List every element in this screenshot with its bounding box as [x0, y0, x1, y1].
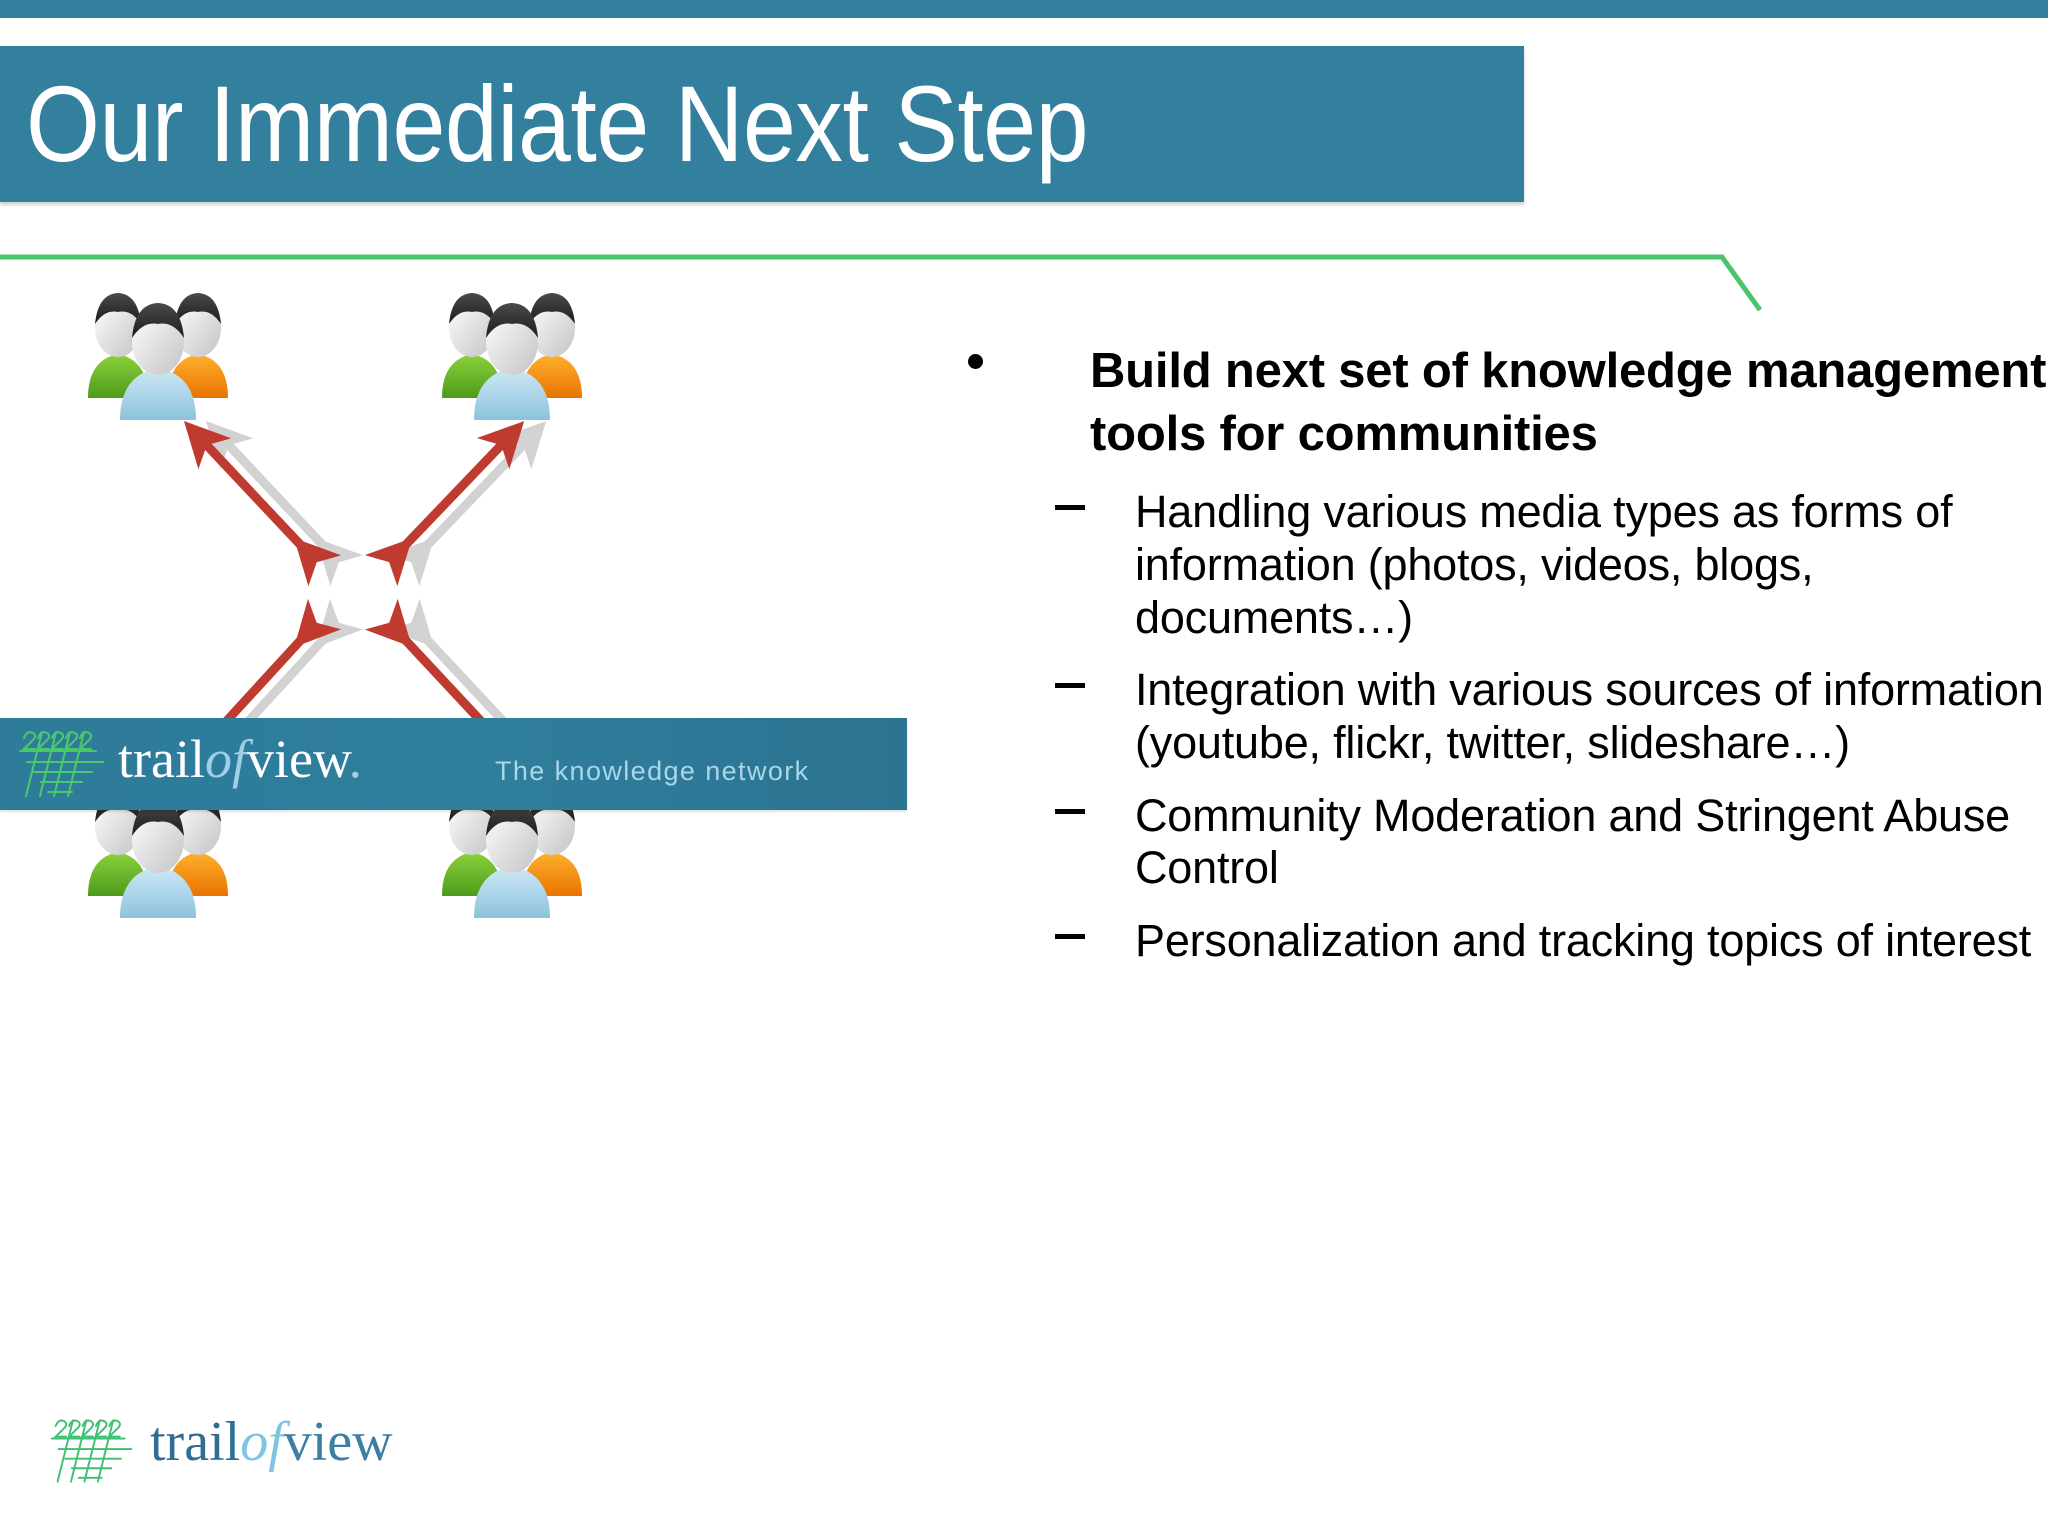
list-item: Personalization and tracking topics of i… — [940, 915, 2048, 968]
list-item: Build next set of knowledge management t… — [940, 340, 2048, 466]
bullet-dash-icon — [1055, 933, 1085, 939]
banner-tagline: The knowledge network — [495, 756, 810, 786]
trailofview-logo-icon — [50, 1419, 133, 1483]
bullet-list: Build next set of knowledge management t… — [940, 340, 2048, 968]
bullet-text: Community Moderation and Stringent Abuse… — [1135, 789, 2010, 894]
connector-top-right-shadow — [386, 421, 547, 587]
connector-arrows — [183, 420, 547, 768]
trailofview-logo-icon — [18, 730, 105, 798]
trailofview-banner: trailofview. The knowledge network — [0, 718, 907, 810]
list-item: Integration with various sources of info… — [940, 664, 2048, 769]
user-group-icon — [88, 293, 228, 420]
list-item: Community Moderation and Stringent Abuse… — [940, 790, 2048, 895]
wordmark-dot: . — [348, 729, 362, 789]
page-title: Our Immediate Next Step — [26, 63, 1089, 184]
community-top-right[interactable] — [432, 280, 592, 430]
bullet-dash-icon — [1055, 683, 1085, 689]
footer-wordmark-view: view — [283, 1411, 393, 1473]
connector-top-left-shadow — [205, 420, 364, 587]
banner-wordmark: trailofview. — [118, 732, 362, 786]
bullet-dot-icon — [968, 354, 983, 369]
footer-wordmark-of: of — [240, 1411, 284, 1473]
bullet-dash-icon — [1055, 808, 1085, 814]
title-bar: Our Immediate Next Step — [0, 46, 1524, 202]
bullet-text: Build next set of knowledge management t… — [1090, 344, 2047, 462]
top-accent-strip — [0, 0, 2048, 18]
list-item: Handling various media types as forms of… — [940, 486, 2048, 644]
connector-top-right — [364, 421, 525, 587]
bullet-text: Handling various media types as forms of… — [1135, 486, 1953, 643]
footer-wordmark: trailofview — [150, 1414, 393, 1470]
wordmark-trail: trail — [118, 729, 205, 789]
bullet-dash-icon — [1055, 505, 1085, 511]
wordmark-view: view — [246, 729, 349, 789]
community-top-left[interactable] — [78, 280, 238, 430]
footer-logo: trailofview — [48, 1408, 468, 1504]
wordmark-of: of — [204, 729, 247, 789]
user-group-icon — [442, 293, 582, 420]
footer-wordmark-trail: trail — [150, 1411, 241, 1473]
bullet-text: Personalization and tracking topics of i… — [1135, 914, 2032, 966]
bullet-text: Integration with various sources of info… — [1135, 664, 2044, 768]
connector-top-left — [183, 420, 342, 587]
